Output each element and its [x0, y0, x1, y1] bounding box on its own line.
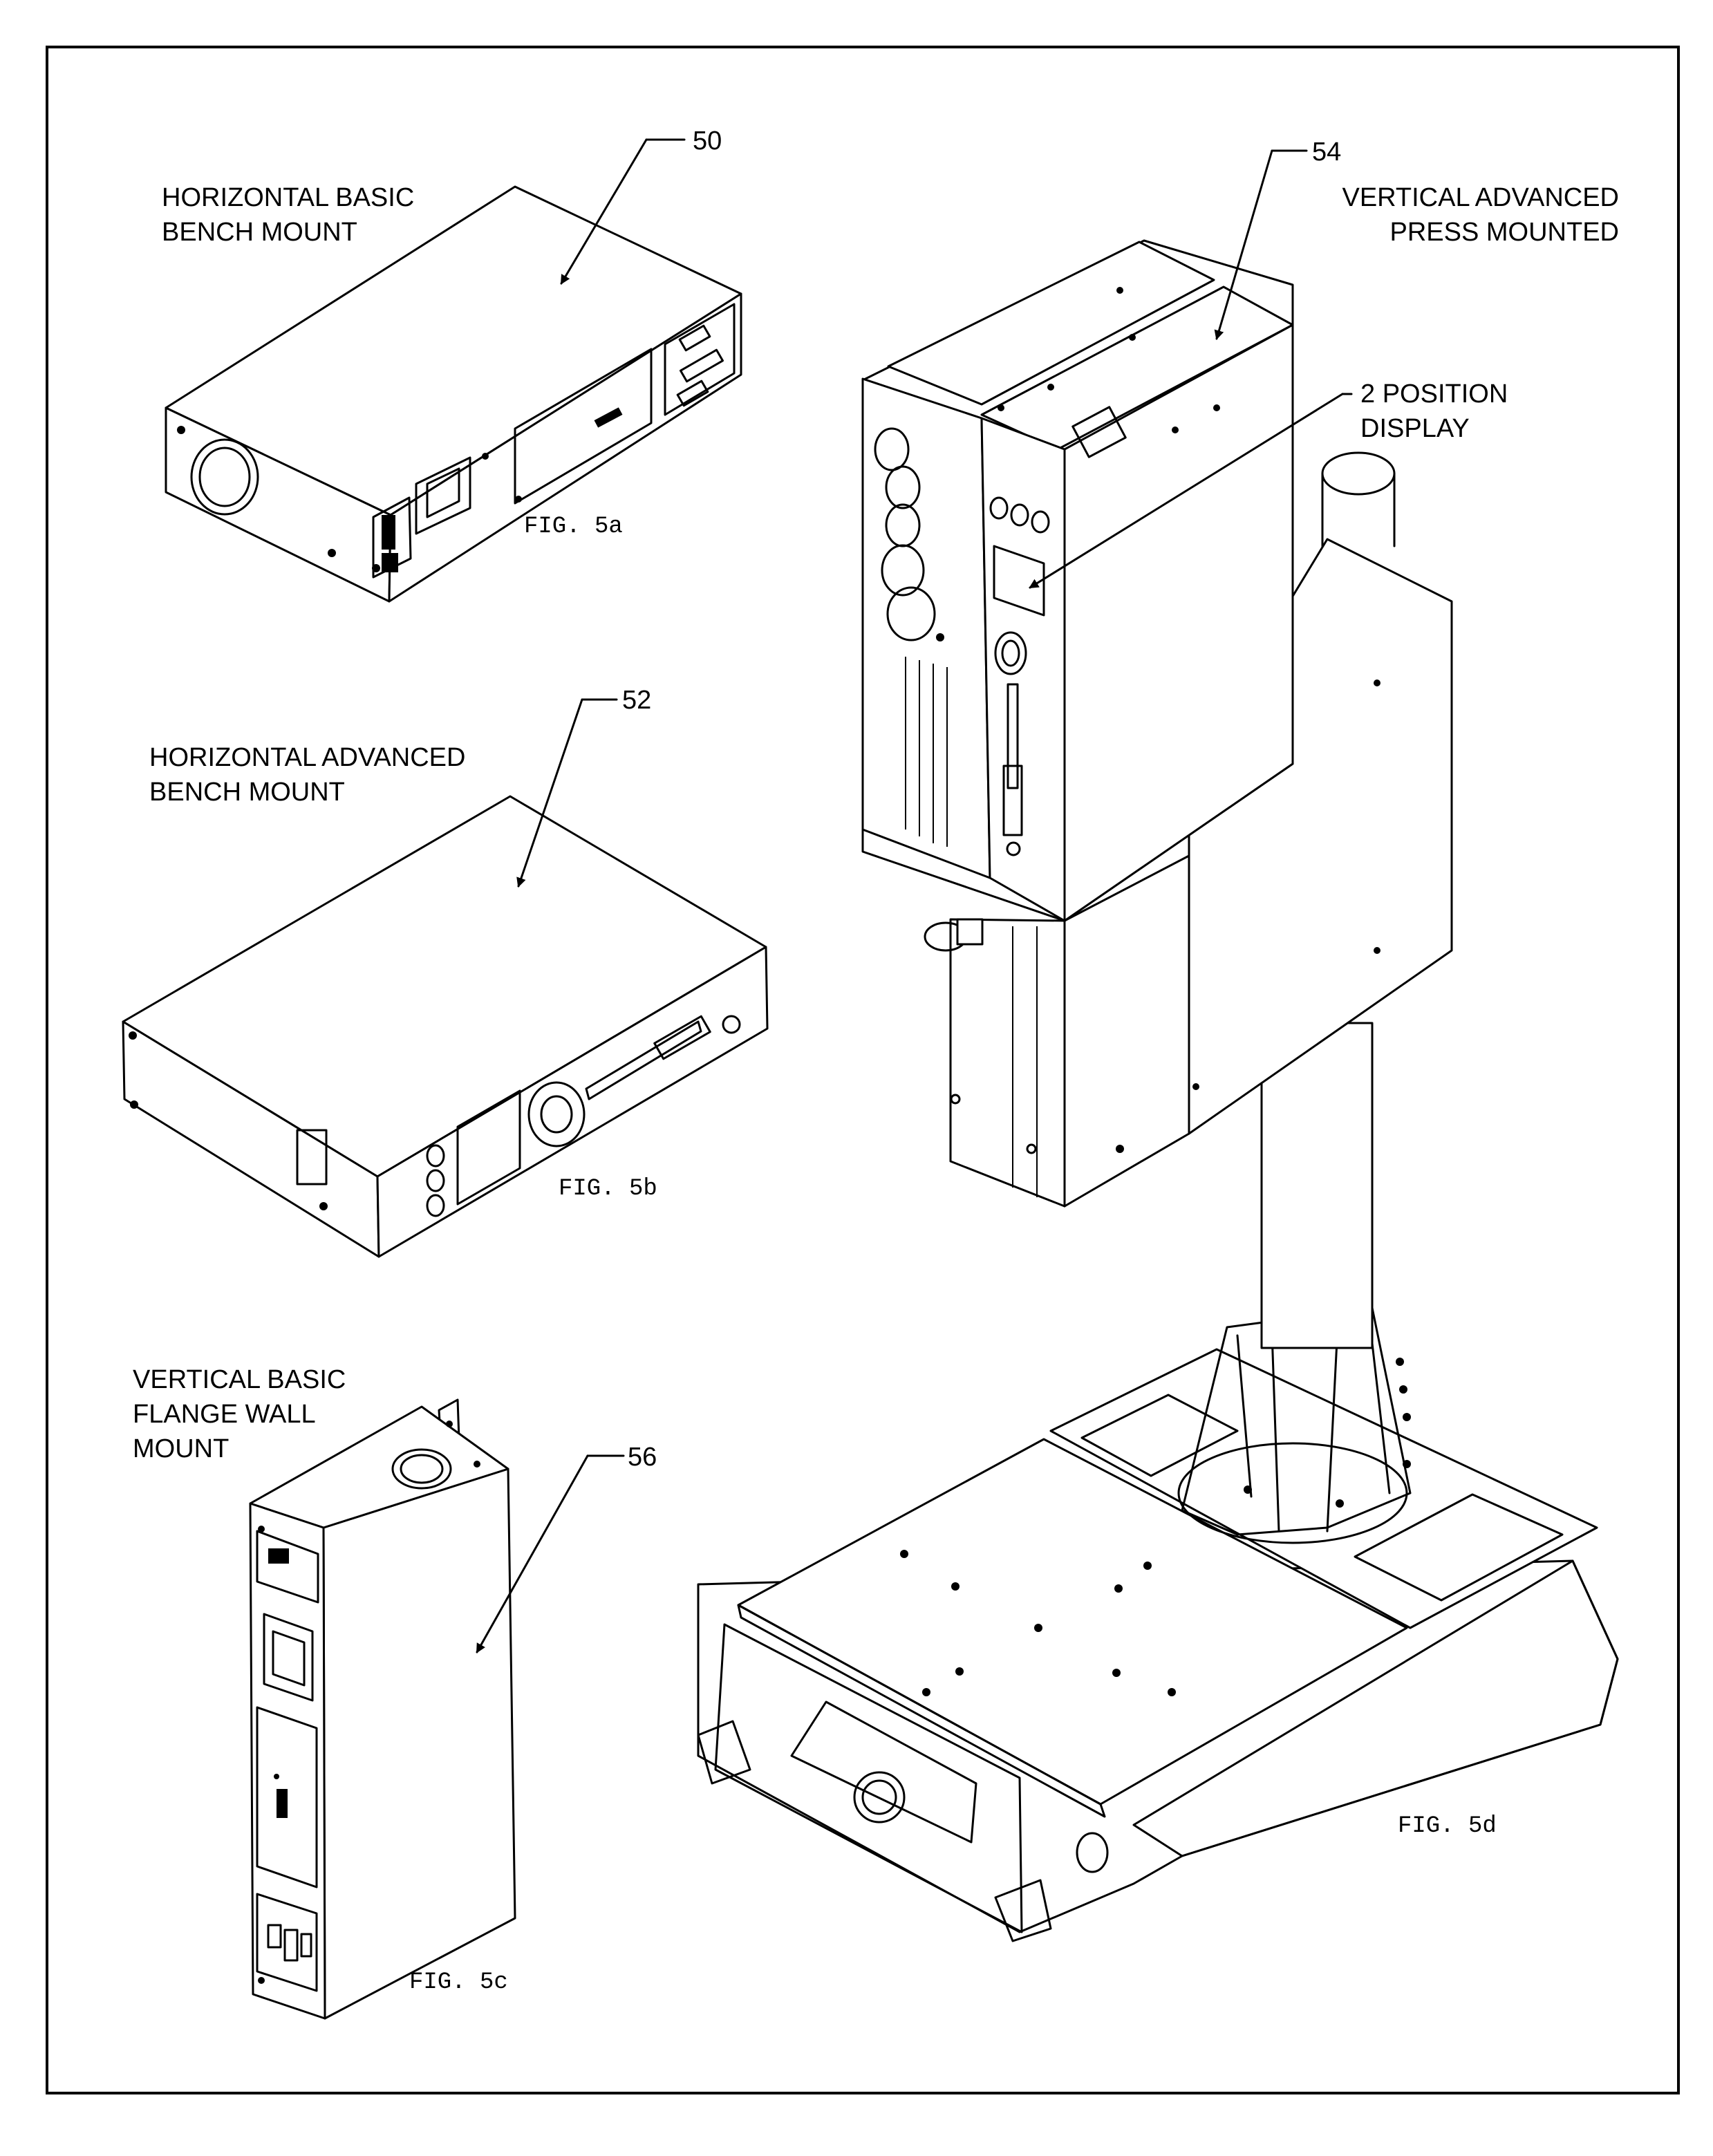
- display-callout-line2: DISPLAY: [1360, 414, 1470, 443]
- fig5b-label-line2: BENCH MOUNT: [149, 778, 345, 807]
- fig5c-ref-number: 56: [628, 1443, 657, 1472]
- fig5c-caption: FIG. 5c: [409, 1969, 508, 1996]
- fig5c-drawing: [249, 1398, 516, 2020]
- sheet-border: [46, 46, 1680, 2094]
- fig5d-label-line1: VERTICAL ADVANCED: [1342, 183, 1619, 212]
- fig5d-leader: [1214, 149, 1273, 340]
- fig5b-ref-number: 52: [622, 686, 651, 715]
- fig5c-label-line2: FLANGE WALL: [133, 1400, 316, 1429]
- fig5c-label-line3: MOUNT: [133, 1434, 229, 1463]
- fig5d-ref-number: 54: [1312, 138, 1341, 167]
- fig5a-drawing: [165, 185, 742, 603]
- fig5a-caption: FIG. 5a: [524, 514, 623, 540]
- fig5d-label-line2: PRESS MOUNTED: [1390, 218, 1619, 247]
- fig5b-caption: FIG. 5b: [559, 1176, 657, 1202]
- fig5b-leader: [516, 698, 583, 888]
- fig5d-drawing: [697, 239, 1619, 1942]
- fig5b-label-line1: HORIZONTAL ADVANCED: [149, 743, 465, 772]
- fig5c-leader: [476, 1454, 589, 1653]
- fig5d-caption: FIG. 5d: [1398, 1813, 1497, 1839]
- fig5a-label-line1: HORIZONTAL BASIC: [162, 183, 414, 212]
- fig5a-ref-number: 50: [693, 126, 722, 156]
- display-leader: [1029, 393, 1344, 589]
- fig5a-leader: [560, 138, 648, 285]
- display-callout-line1: 2 POSITION: [1360, 379, 1508, 409]
- fig5b-drawing: [122, 795, 769, 1258]
- fig5a-label-line2: BENCH MOUNT: [162, 218, 357, 247]
- fig5c-label-line1: VERTICAL BASIC: [133, 1365, 346, 1394]
